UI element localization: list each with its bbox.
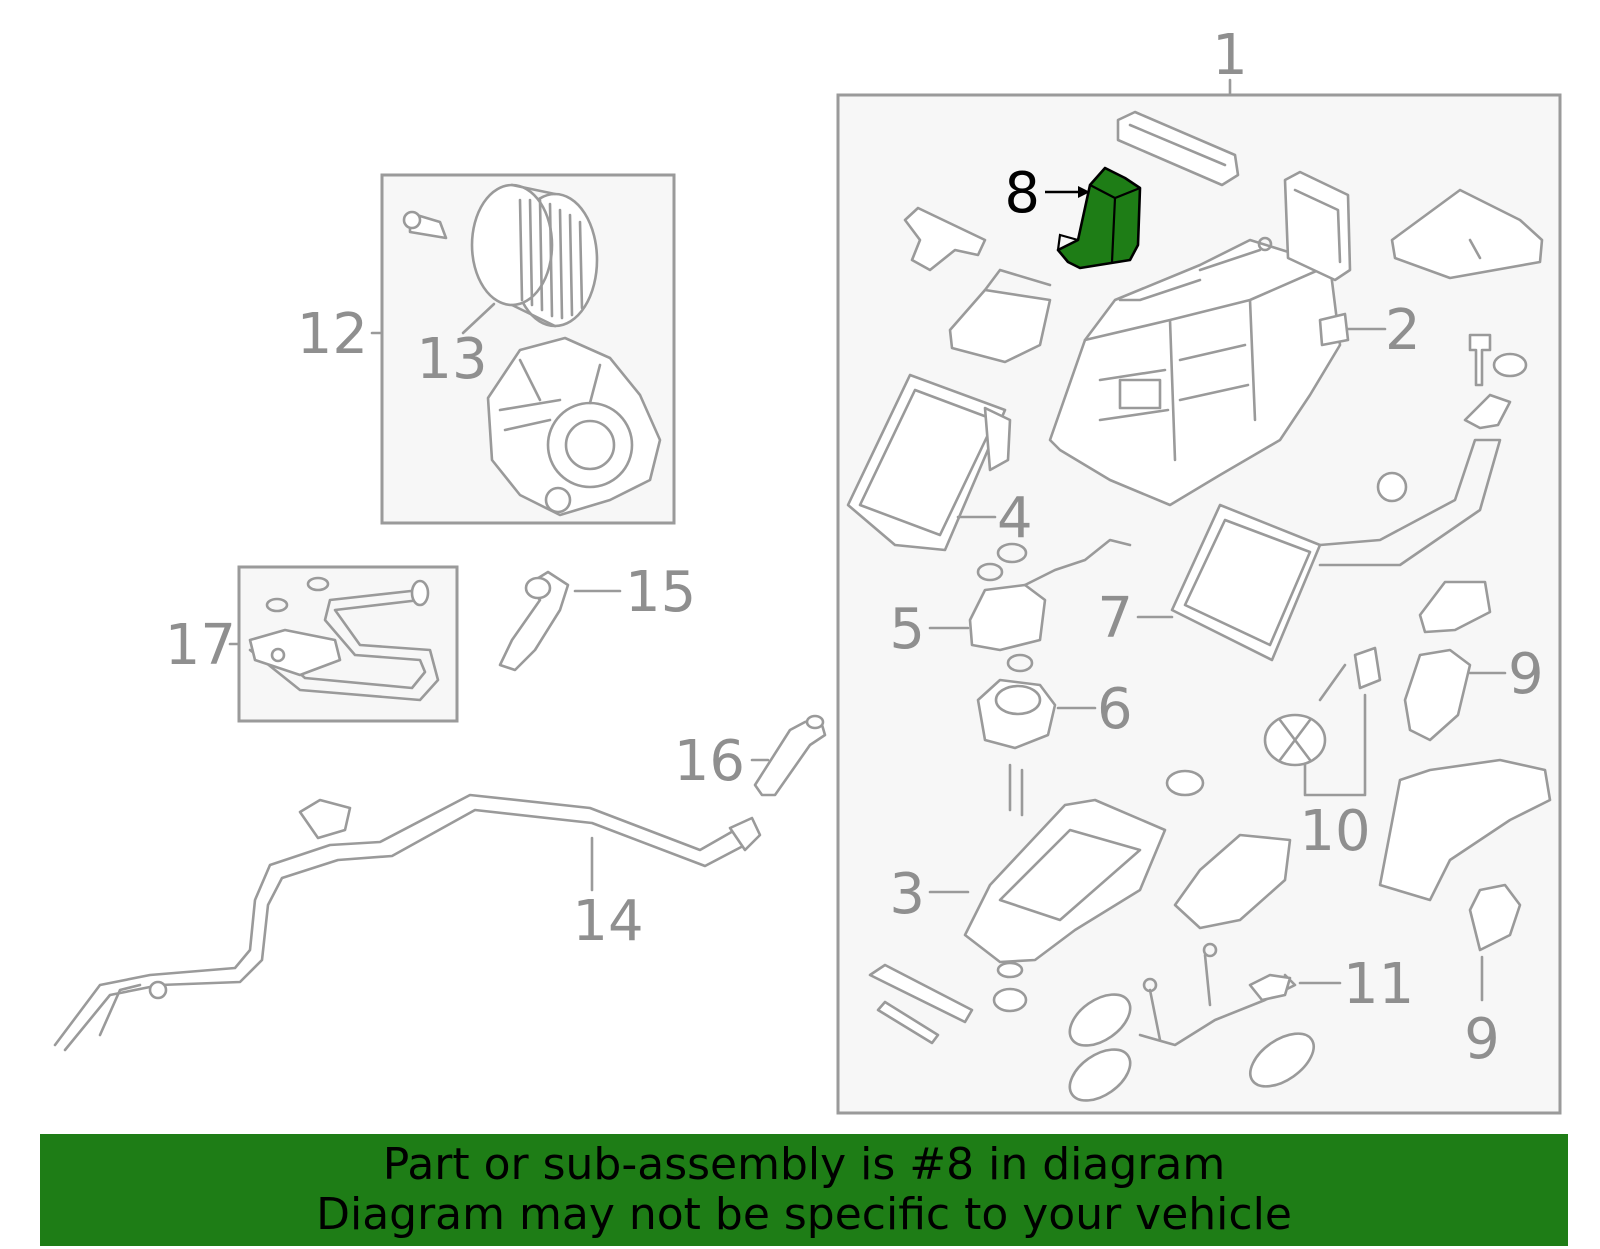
part-small-cover	[948, 268, 1052, 364]
part-fitting-16	[753, 714, 827, 797]
callout-5: 5	[889, 597, 925, 662]
part-tray	[963, 798, 1167, 979]
callout-4: 4	[997, 486, 1033, 551]
part-clip	[1463, 393, 1512, 430]
callout-8: 8	[1004, 161, 1040, 226]
callout-12: 12	[297, 302, 368, 367]
part-grommet	[976, 678, 1057, 750]
callout-14: 14	[572, 889, 643, 954]
part-hvac-case	[1048, 236, 1350, 507]
part-pins	[1008, 763, 1024, 817]
callout-3: 3	[889, 862, 925, 927]
part-actuator-8-highlighted	[1056, 166, 1142, 270]
info-banner: Part or sub-assembly is #8 in diagram Di…	[40, 1134, 1568, 1246]
callout-9-lower: 9	[1464, 1007, 1500, 1072]
part-bolt	[1468, 333, 1528, 387]
part-gasket-bottom-left	[868, 963, 1028, 1045]
callout-6: 6	[1097, 677, 1133, 742]
callout-9-upper: 9	[1508, 642, 1544, 707]
banner-line-1: Part or sub-assembly is #8 in diagram	[382, 1139, 1226, 1190]
part-duct-lower	[1173, 833, 1292, 930]
part-gasket-top	[1116, 110, 1240, 187]
part-actuator-9-lower	[1468, 883, 1522, 952]
callout-1: 1	[1212, 23, 1248, 88]
part-heater-core	[846, 373, 1012, 552]
callout-2: 2	[1385, 298, 1421, 363]
callout-13: 13	[416, 327, 487, 392]
leader-10	[1303, 693, 1367, 797]
part-blower-wheel	[402, 183, 599, 328]
part-actuator-9-upper	[1403, 580, 1492, 742]
part-filter-cover	[1390, 188, 1544, 280]
part-bracket	[903, 206, 987, 272]
banner-line-2: Diagram may not be specific to your vehi…	[316, 1189, 1292, 1240]
leader-13	[461, 302, 496, 335]
part-nut	[1165, 769, 1205, 797]
callout-17: 17	[165, 613, 236, 678]
part-motor-10	[1263, 646, 1382, 767]
callout-15: 15	[625, 560, 696, 625]
callout-16: 16	[674, 729, 745, 794]
part-pipe-assembly-17	[248, 576, 440, 702]
part-hose-15	[498, 570, 570, 672]
part-duct-right	[1378, 758, 1552, 902]
part-blower-housing	[486, 336, 662, 517]
callout-10: 10	[1299, 799, 1370, 864]
leader-8-arrowhead	[1078, 186, 1090, 198]
part-wiring-11	[1138, 942, 1297, 1047]
part-evaporator	[1170, 438, 1502, 662]
callout-11: 11	[1343, 952, 1414, 1017]
part-gasket-right	[1283, 170, 1352, 282]
part-seal-rings	[1068, 993, 1315, 1102]
part-sensor	[968, 538, 1132, 673]
callout-7: 7	[1097, 586, 1133, 651]
part-pipe-assembly-14	[53, 793, 762, 1052]
